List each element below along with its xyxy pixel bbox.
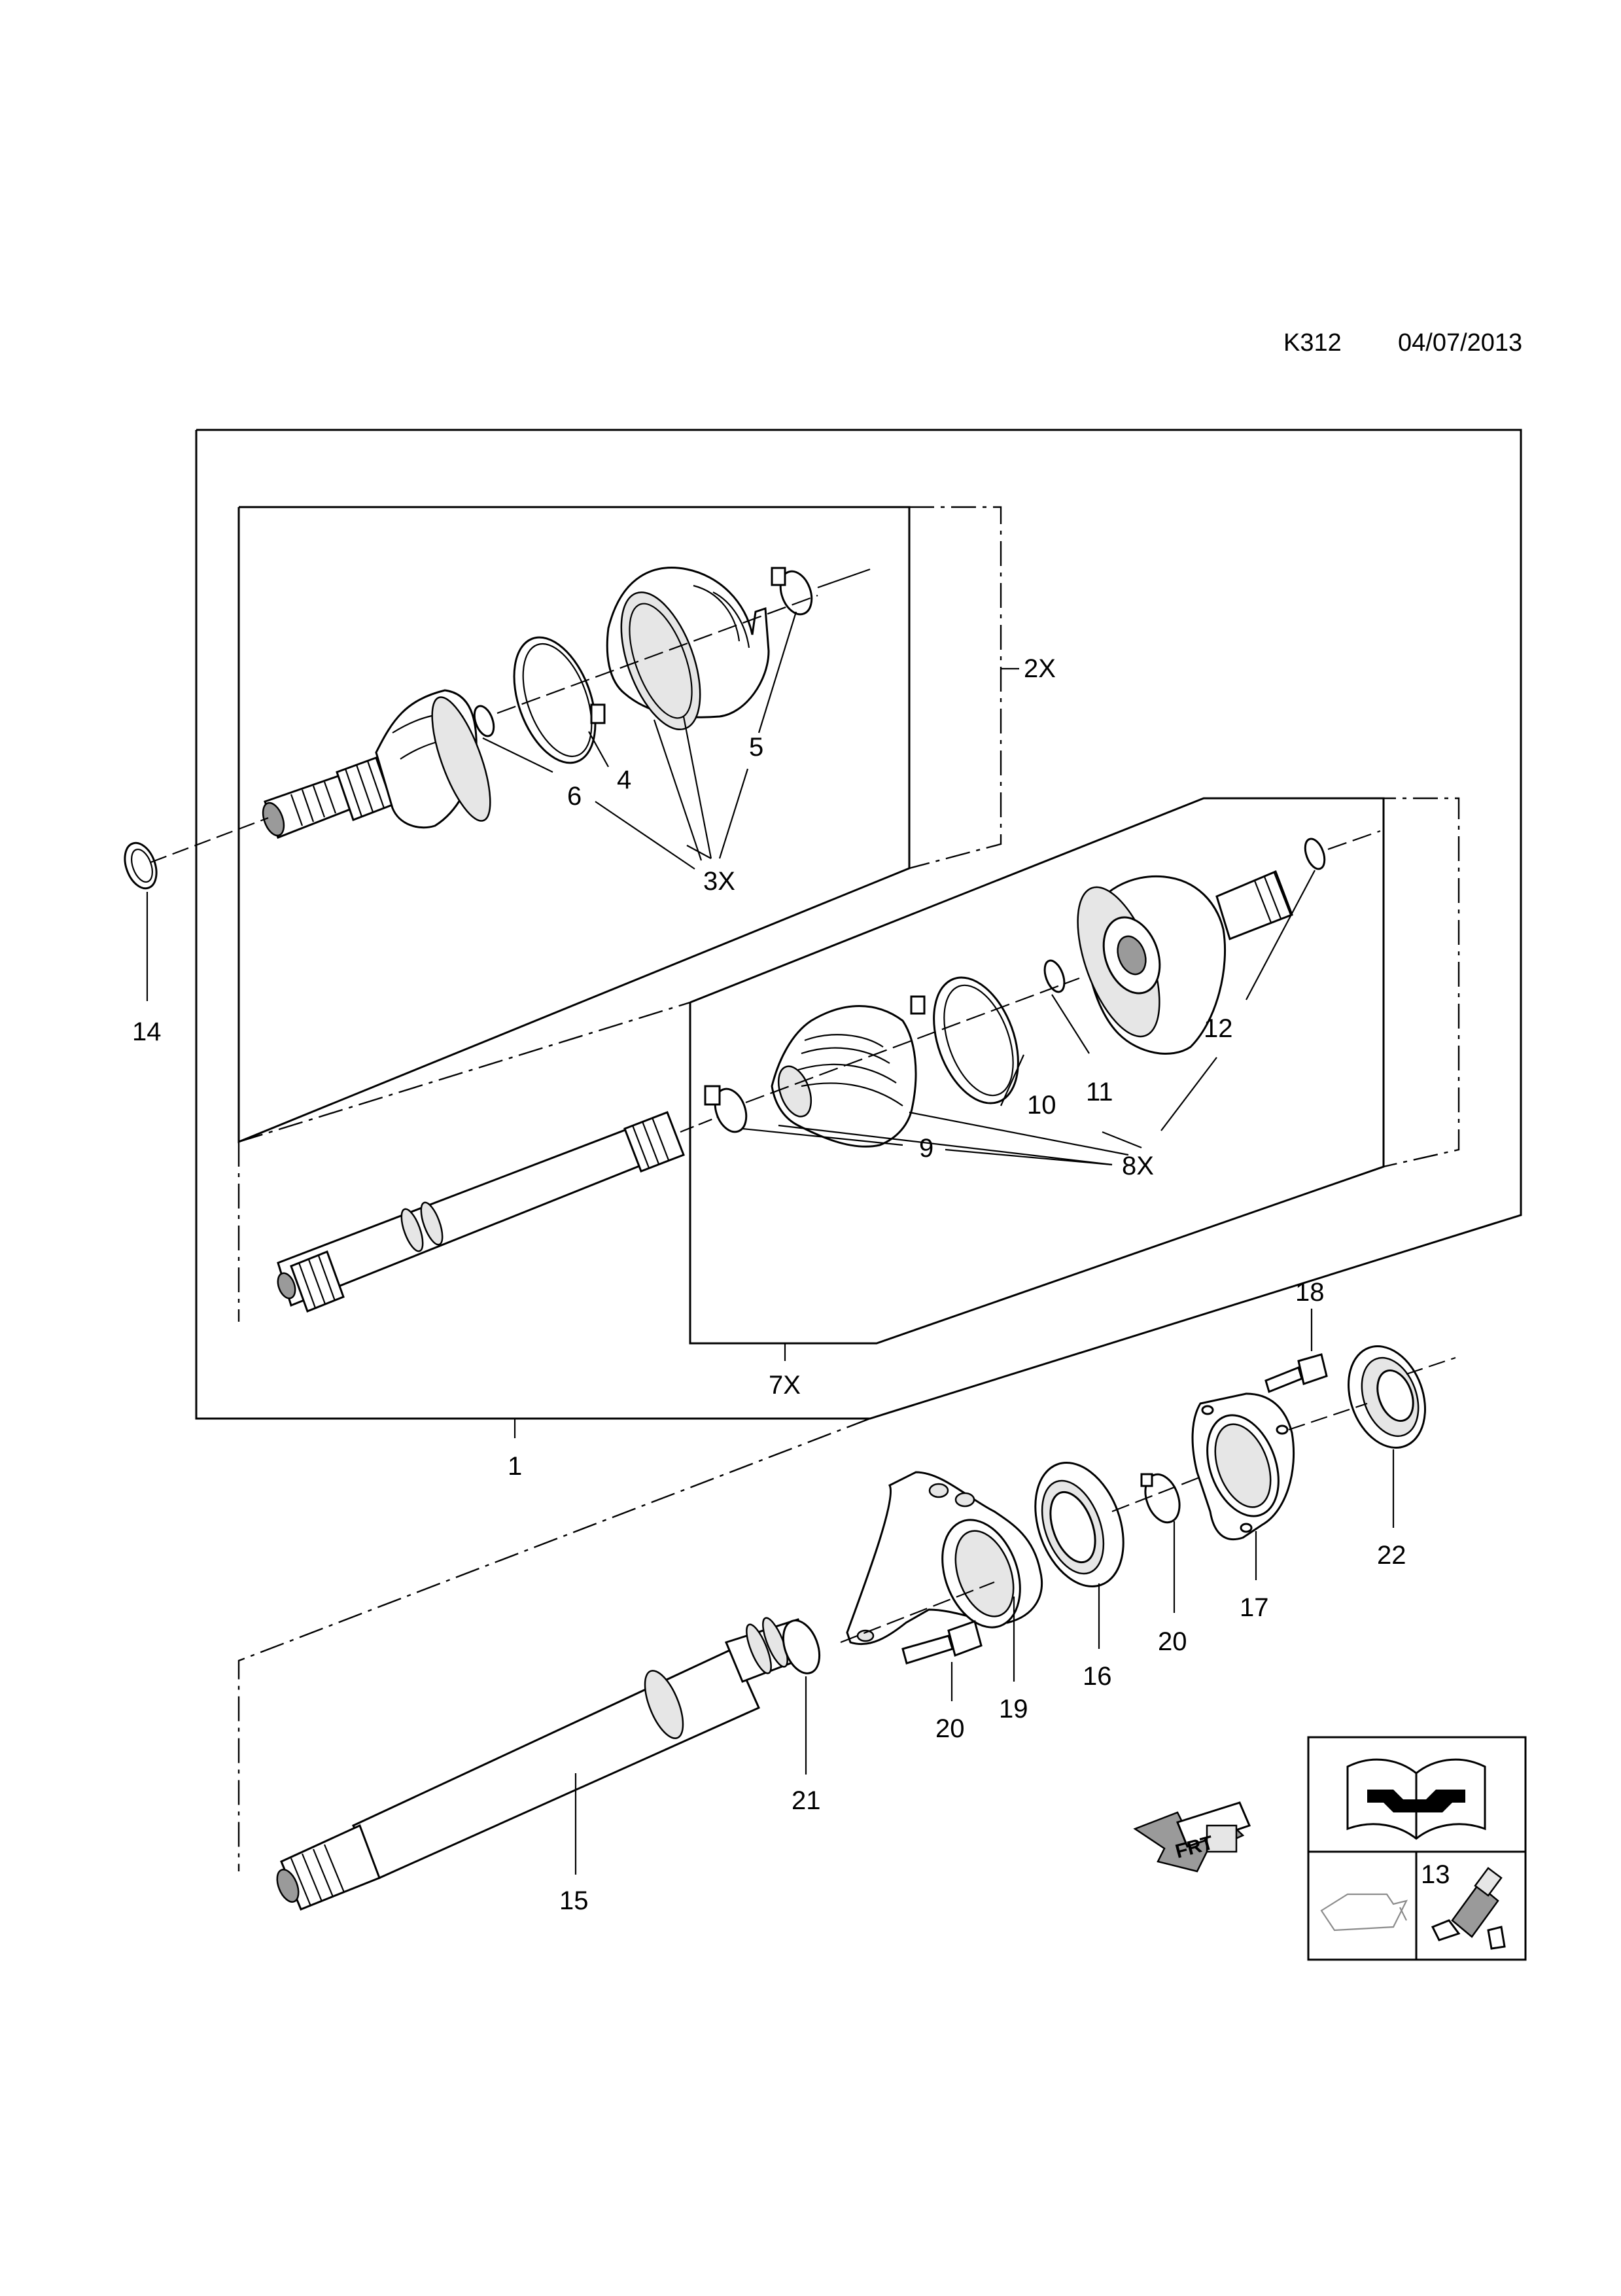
leader-4 (588, 731, 609, 768)
oil-can-icon (1320, 1893, 1408, 1932)
callout-10: 10 (1027, 1091, 1056, 1120)
callout-4: 4 (617, 766, 631, 794)
leader-6 (482, 737, 553, 773)
bearing-16 (1034, 1462, 1124, 1649)
leader-8x-b (909, 1111, 1129, 1156)
leader-11 (1051, 994, 1090, 1054)
leader-9-b (945, 1148, 1113, 1166)
callout-15: 15 (559, 1886, 589, 1915)
intermediate-shaft (277, 1111, 720, 1313)
callout-9: 9 (919, 1134, 933, 1163)
callout-2x: 2X (1024, 654, 1056, 683)
callout-5: 5 (749, 733, 763, 762)
lower-shaft-dash (237, 1417, 871, 1871)
leader-3x-c (682, 716, 712, 859)
callout-11: 11 (1086, 1078, 1113, 1106)
callout-13: 13 (1421, 1860, 1450, 1889)
leader-5 (758, 611, 797, 733)
leader-3x-b (653, 719, 703, 861)
bolt-20-lower (901, 1620, 983, 1701)
legend-box (1307, 1736, 1527, 1961)
snap-ring-21 (782, 1619, 821, 1775)
callout-20-lower: 20 (935, 1714, 965, 1743)
callout-7x: 7X (769, 1371, 801, 1400)
diagram-code: K312 (1283, 329, 1342, 357)
seal-22 (1288, 1345, 1456, 1528)
leader-12 (1246, 870, 1316, 1000)
inner-tripod-joint (704, 830, 1381, 1148)
mounting-flange-17 (1191, 1392, 1295, 1580)
shaft-group-dash-top (238, 1001, 691, 1143)
callout-14: 14 (132, 1017, 162, 1046)
callout-17: 17 (1240, 1593, 1269, 1622)
callout-8x: 8X (1122, 1152, 1154, 1180)
retaining-ring-14 (124, 817, 269, 1001)
callout-16: 16 (1083, 1662, 1112, 1691)
callout-21: 21 (792, 1786, 821, 1815)
callout-6: 6 (567, 782, 582, 811)
callout-1: 1 (508, 1452, 522, 1481)
leader-9 (742, 1127, 903, 1146)
leader-12-8x (1160, 1057, 1217, 1131)
leader-8x-a (778, 1124, 1113, 1166)
diagram-date: 04/07/2013 (1398, 329, 1523, 357)
wrench-manual-icon (1346, 1758, 1486, 1840)
bearing-bracket-19 (840, 1471, 1043, 1682)
callout-19: 19 (999, 1695, 1028, 1723)
leader-10 (1000, 1054, 1025, 1106)
drive-shaft-15 (276, 1617, 812, 1911)
callout-3x: 3X (703, 867, 735, 896)
callout-20-upper: 20 (1158, 1627, 1187, 1656)
leader-3x-a (595, 801, 695, 870)
callout-22: 22 (1377, 1541, 1406, 1570)
snap-ring-20-upper (1111, 1464, 1230, 1613)
inner-joint-kit-dash (1204, 797, 1460, 1168)
leader-10-8x (1102, 1131, 1142, 1149)
front-direction-arrow-icon (1133, 1801, 1251, 1873)
outer-joint-kit-dash (909, 506, 1002, 870)
callout-18: 18 (1295, 1278, 1325, 1307)
leader-3x-d (718, 768, 749, 859)
bolt-18 (1264, 1309, 1328, 1394)
callout-12: 12 (1204, 1014, 1233, 1043)
outer-cv-joint (262, 567, 871, 839)
leader-3x-e (686, 845, 712, 859)
grease-tube-icon (1431, 1867, 1506, 1950)
assembly-frame (195, 429, 1522, 1420)
